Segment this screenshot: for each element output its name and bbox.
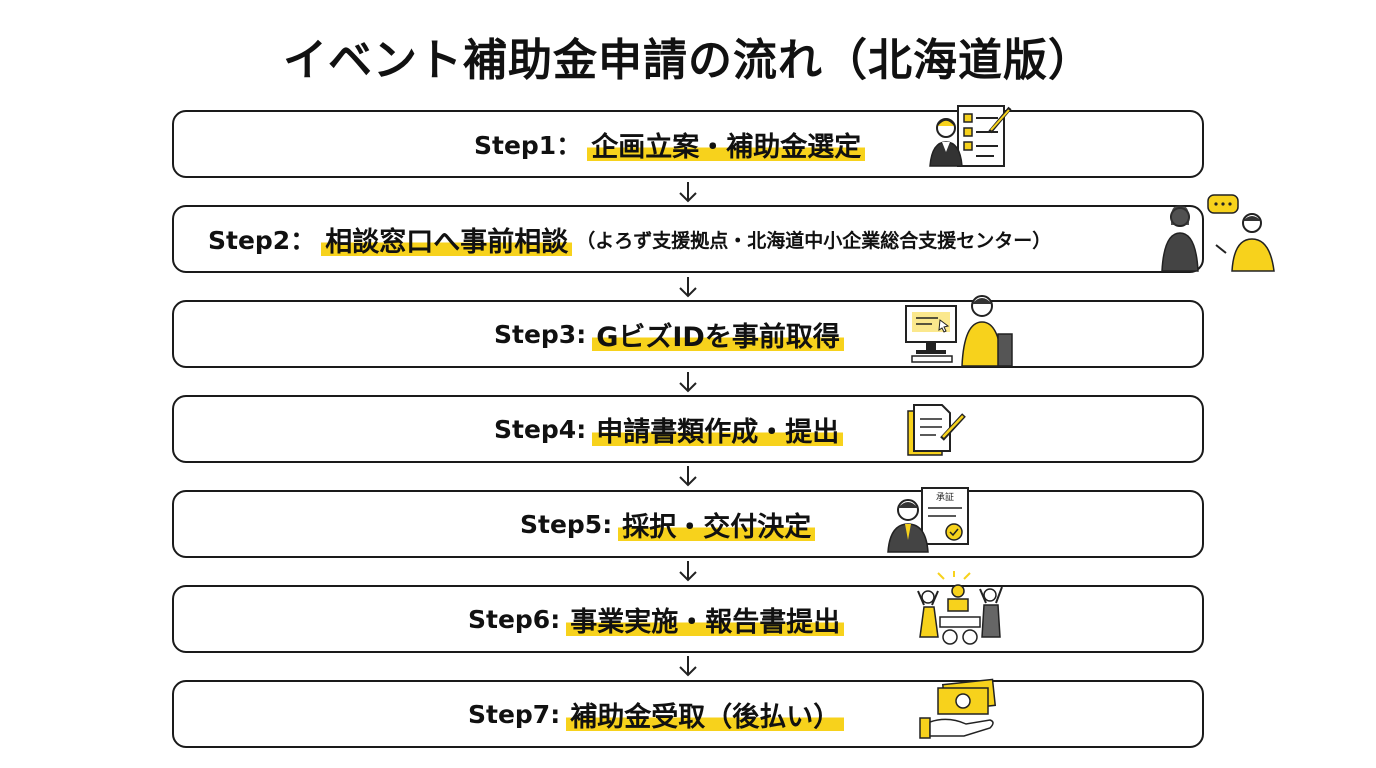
step-2-label: Step2：: [208, 226, 316, 255]
planning-checklist-icon: [929, 105, 1012, 167]
step-2-box: Step2： 相談窓口へ事前相談 （よろず支援拠点・北海道中小企業総合支援センタ…: [172, 194, 1275, 273]
step-3-text: GビズIDを事前取得: [592, 314, 844, 354]
step-5-label: Step5:: [520, 509, 613, 539]
step-6-box: Step6: 事業実施・報告書提出: [172, 571, 1204, 653]
step-6-label: Step6:: [468, 604, 561, 634]
step-1-text: 企画立案・補助金選定: [587, 124, 866, 164]
flow-arrow-6: [679, 656, 697, 677]
flow-arrow-5: [679, 561, 697, 582]
approval-certificate-icon: 承証: [887, 487, 969, 553]
step-2-text: 相談窓口へ事前相談: [321, 219, 573, 259]
step-5-box: Step5: 採択・交付決定 承証: [172, 487, 1204, 558]
flow-arrow-3: [679, 372, 697, 393]
step-3-box: Step3: GビズIDを事前取得: [172, 295, 1204, 368]
step-4-label: Step4:: [494, 414, 587, 444]
step-7-box: Step7: 補助金受取（後払い）: [172, 678, 1204, 748]
step-4-text: 申請書類作成・提出: [592, 409, 844, 449]
flow-arrow-1: [679, 182, 697, 203]
step-1-box: Step1： 企画立案・補助金選定: [172, 105, 1204, 178]
step-3-label: Step3:: [494, 319, 587, 349]
step-4-box: Step4: 申請書類作成・提出: [172, 395, 1204, 463]
document-writing-icon: [907, 404, 966, 456]
certificate-label: 承証: [936, 491, 954, 503]
flow-arrow-2: [679, 277, 697, 298]
page-title: イベント補助金申請の流れ（北海道版）: [283, 35, 1093, 86]
step-6-text: 事業実施・報告書提出: [566, 599, 845, 639]
flow-arrow-4: [679, 466, 697, 487]
step-7-text: 補助金受取（後払い）: [566, 694, 845, 734]
step-2-note: （よろず支援拠点・北海道中小企業総合支援センター）: [576, 229, 1052, 252]
step-7-label: Step7:: [468, 699, 561, 729]
consultation-icon: [1161, 194, 1275, 272]
money-receive-icon: [919, 678, 997, 739]
event-celebration-icon: [917, 571, 1003, 645]
computer-work-icon: [905, 295, 1013, 367]
step-1-label: Step1：: [474, 131, 582, 160]
step-5-text: 採択・交付決定: [618, 504, 816, 544]
